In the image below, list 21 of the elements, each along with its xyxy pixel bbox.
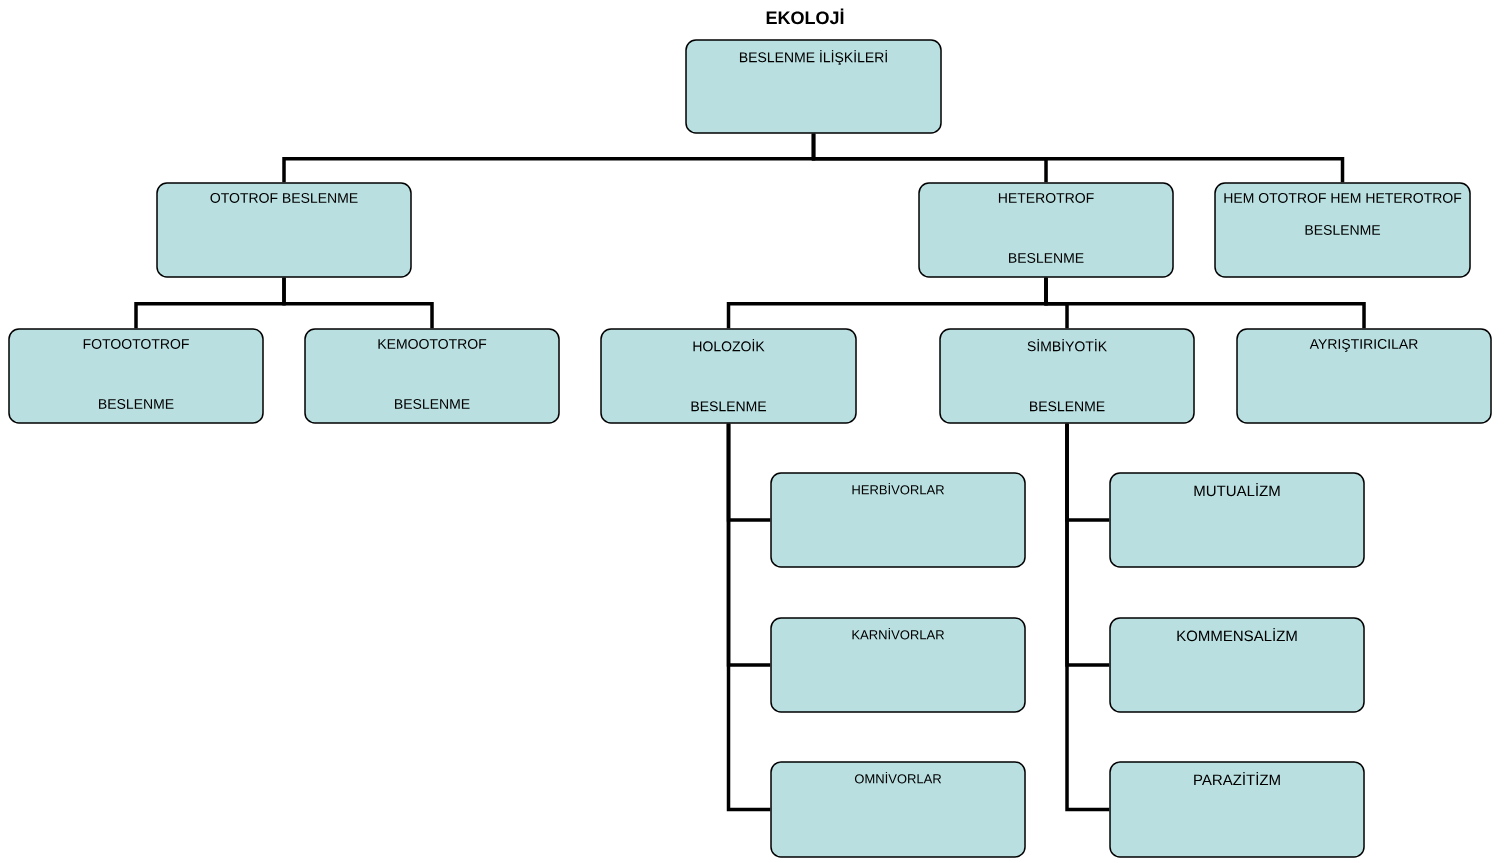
box: SİMBİYOTİK BESLENME (939, 328, 1195, 424)
box: KEMOOTOTROF BESLENME (304, 328, 560, 424)
box: KOMMENSALİZM (1109, 617, 1365, 713)
connector-line (1044, 277, 1366, 329)
connector-line (811, 133, 1345, 183)
connector-line (1065, 423, 1110, 812)
connector-line (282, 277, 434, 329)
box: HEM OTOTROF HEM HETEROTROF BESLENME (1214, 182, 1471, 278)
box: HOLOZOİK BESLENME (600, 328, 857, 424)
box: HERBİVORLAR (770, 472, 1026, 568)
box: MUTUALİZM (1109, 472, 1365, 568)
box: KARNİVORLAR (770, 617, 1026, 713)
box: AYRIŞTIRICILAR (1236, 328, 1492, 424)
box: OTOTROF BESLENME (156, 182, 412, 278)
box: PARAZİTİZM (1109, 761, 1365, 858)
box: FOTOOTOTROF BESLENME (8, 328, 264, 424)
box: OMNİVORLAR (770, 761, 1026, 858)
box: HETEROTROF BESLENME (918, 182, 1174, 278)
connector-line (726, 423, 771, 812)
box: BESLENME İLİŞKİLERİ (685, 39, 942, 134)
title: EKOLOJİ (766, 8, 844, 25)
